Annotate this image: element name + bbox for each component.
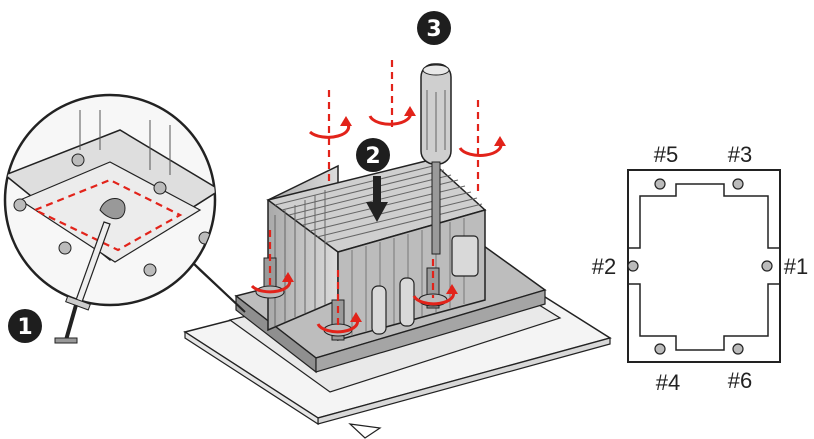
step-badge-1: 1 <box>8 309 42 343</box>
hole-label-4: #4 <box>656 370 680 395</box>
svg-text:3: 3 <box>426 17 441 42</box>
screw-order-diagram: #5 #3 #2 #1 #4 #6 <box>592 142 808 395</box>
hole-label-3: #3 <box>728 142 752 167</box>
hole-label-5: #5 <box>654 142 678 167</box>
hole-label-2: #2 <box>592 254 616 279</box>
step-badge-3: 3 <box>417 11 451 45</box>
hole-label-6: #6 <box>728 368 752 393</box>
thermal-paste-zoom-callout <box>5 95 245 312</box>
step-badge-2: 2 <box>356 138 390 172</box>
svg-text:2: 2 <box>365 144 380 169</box>
hole-label-1: #1 <box>784 254 808 279</box>
svg-text:1: 1 <box>17 315 32 340</box>
